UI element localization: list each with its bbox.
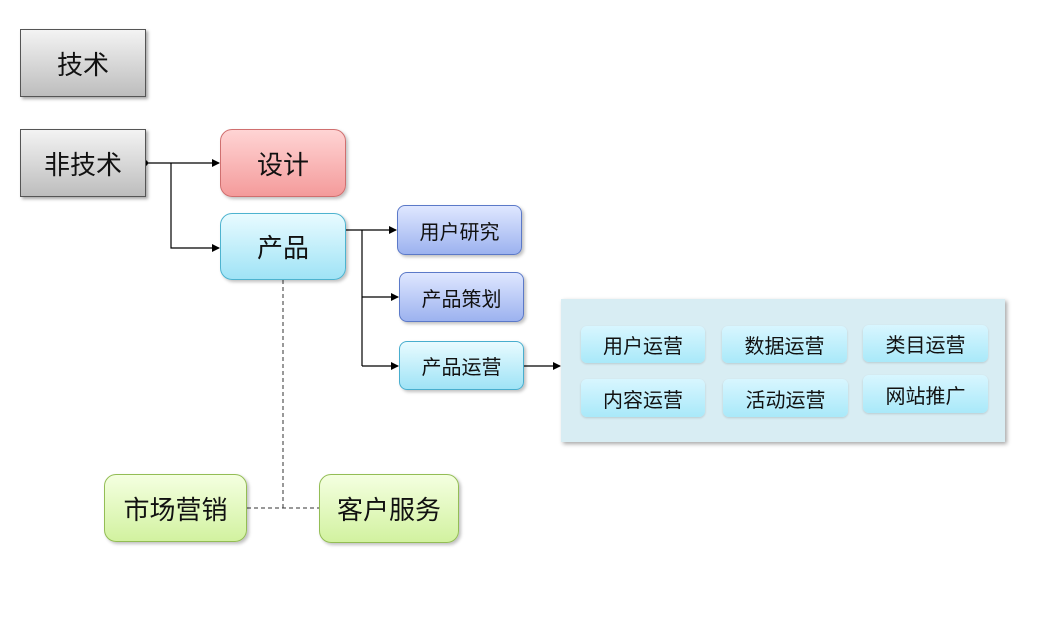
- node-user-research: 用户研究: [397, 205, 522, 255]
- node-product: 产品: [220, 213, 346, 280]
- ops-item: 用户运营: [581, 326, 705, 363]
- connector-nontech-to-product: [170, 163, 220, 252]
- ops-item: 内容运营: [581, 379, 705, 417]
- node-nontech: 非技术: [20, 129, 146, 197]
- ops-item: 活动运营: [723, 379, 848, 417]
- ops-item: 网站推广: [863, 375, 988, 413]
- ops-item: 类目运营: [863, 325, 988, 362]
- node-tech: 技术: [20, 29, 146, 97]
- node-design: 设计: [220, 129, 346, 197]
- ops-item: 数据运营: [722, 326, 847, 363]
- node-product-ops: 产品运营: [399, 341, 524, 390]
- node-customer-service: 客户服务: [319, 474, 459, 543]
- ops-panel: 用户运营 数据运营 类目运营 内容运营 活动运营 网站推广: [561, 299, 1005, 442]
- node-product-planning: 产品策划: [399, 272, 524, 322]
- node-marketing: 市场营销: [104, 474, 247, 542]
